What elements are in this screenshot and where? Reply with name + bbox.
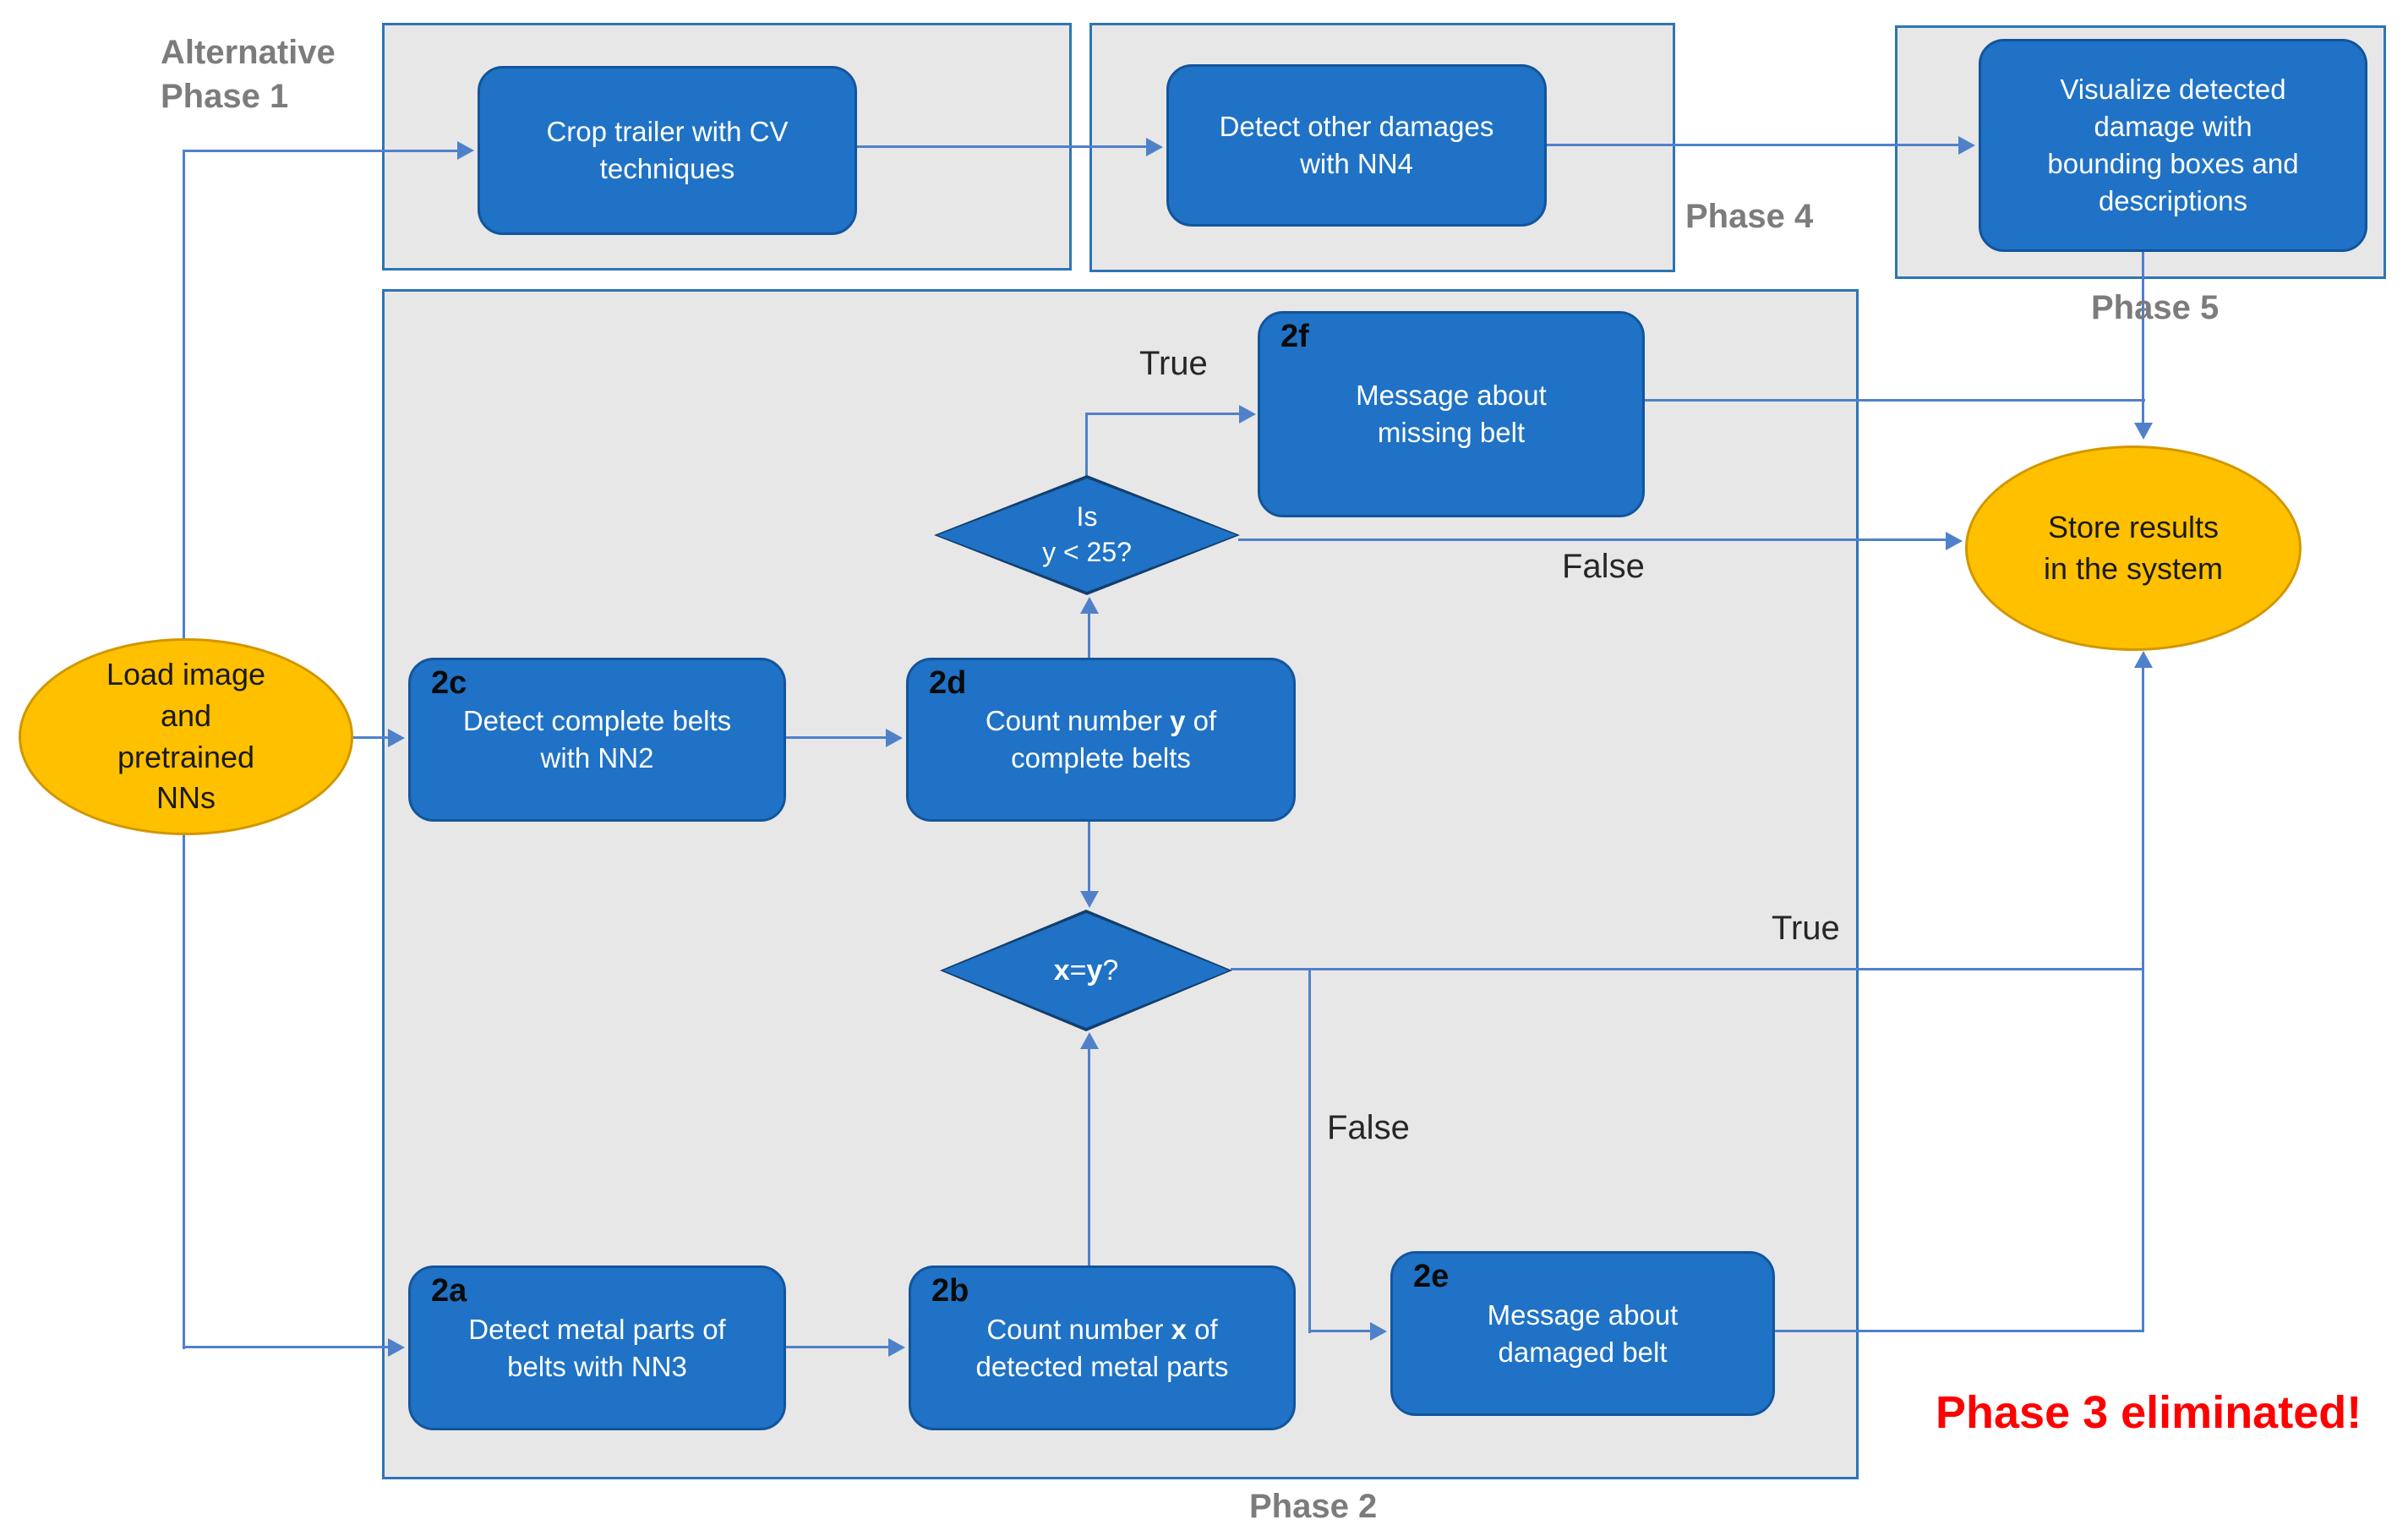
label-y25-true: True bbox=[1139, 345, 1208, 382]
step-label-2e: 2e bbox=[1413, 1259, 1450, 1294]
arrow-into-2b-icon bbox=[888, 1338, 905, 1357]
label-phase2: Phase 2 bbox=[1249, 1488, 1378, 1525]
arrow-into-2c-icon bbox=[388, 729, 405, 747]
label-phase5: Phase 5 bbox=[2091, 289, 2220, 326]
label-phase3-eliminated: Phase 3 eliminated! bbox=[1936, 1387, 2362, 1438]
connector-y25-true-horizontal bbox=[1085, 413, 1241, 415]
connector-xy-false-to-2e bbox=[1308, 1330, 1372, 1332]
connector-to-crop-trailer bbox=[183, 150, 463, 152]
arrow-into-store-bottom-icon bbox=[2134, 651, 2153, 668]
connector-2b-to-xy bbox=[1088, 1036, 1090, 1267]
step-label-2b: 2b bbox=[931, 1273, 969, 1309]
connector-up-to-store-vertical bbox=[2142, 654, 2144, 1332]
connector-2e-out bbox=[1773, 1330, 2144, 1332]
connector-2a-to-2b bbox=[784, 1346, 890, 1348]
step-label-2f: 2f bbox=[1280, 319, 1309, 354]
arrow-into-xy-bottom-icon bbox=[1080, 1032, 1099, 1049]
arrow-into-2d-icon bbox=[886, 729, 903, 747]
connector-y25-false bbox=[1238, 538, 1948, 541]
connector-start-to-2a bbox=[183, 1346, 390, 1348]
arrow-into-nn4-icon bbox=[1146, 138, 1163, 156]
arrow-into-2a-icon bbox=[388, 1338, 405, 1357]
connector-2c-to-2d bbox=[784, 736, 887, 739]
step-label-2c: 2c bbox=[431, 665, 467, 701]
node-decision-x-eq-y: x = y? bbox=[940, 910, 1232, 1031]
arrow-into-2e-icon bbox=[1370, 1322, 1387, 1341]
step-label-2d: 2d bbox=[929, 665, 967, 701]
connector-2d-to-xy bbox=[1088, 820, 1090, 894]
connector-crop-to-nn4 bbox=[857, 145, 1148, 148]
node-decision-x-eq-y-label: x = y? bbox=[1053, 954, 1119, 987]
label-xy-true: True bbox=[1772, 910, 1840, 947]
arrow-into-visualize-icon bbox=[1958, 136, 1975, 155]
connector-xy-true-horizontal bbox=[1231, 968, 2144, 970]
arrow-into-store-left-icon bbox=[1946, 532, 1963, 550]
arrow-into-msg-missing-icon bbox=[1239, 405, 1256, 424]
label-xy-false: False bbox=[1327, 1109, 1410, 1146]
label-phase4: Phase 4 bbox=[1685, 198, 1814, 235]
connector-msg-missing-out bbox=[1645, 399, 2145, 402]
connector-nn4-to-visualize bbox=[1547, 144, 1961, 146]
connector-visualize-to-store-vertical bbox=[2142, 252, 2144, 426]
connector-y25-true-vertical bbox=[1085, 413, 1088, 477]
connector-2d-to-y25 bbox=[1088, 600, 1090, 659]
arrow-into-crop-trailer-icon bbox=[457, 141, 474, 160]
arrow-into-xy-top-icon bbox=[1080, 891, 1099, 908]
connector-start-to-2c bbox=[352, 736, 390, 739]
label-y25-false: False bbox=[1562, 548, 1645, 585]
arrow-into-store-top-icon bbox=[2134, 423, 2153, 440]
connector-xy-false-vertical bbox=[1308, 968, 1311, 1333]
step-label-2a: 2a bbox=[431, 1273, 467, 1309]
arrow-into-y25-bottom-icon bbox=[1080, 597, 1099, 614]
